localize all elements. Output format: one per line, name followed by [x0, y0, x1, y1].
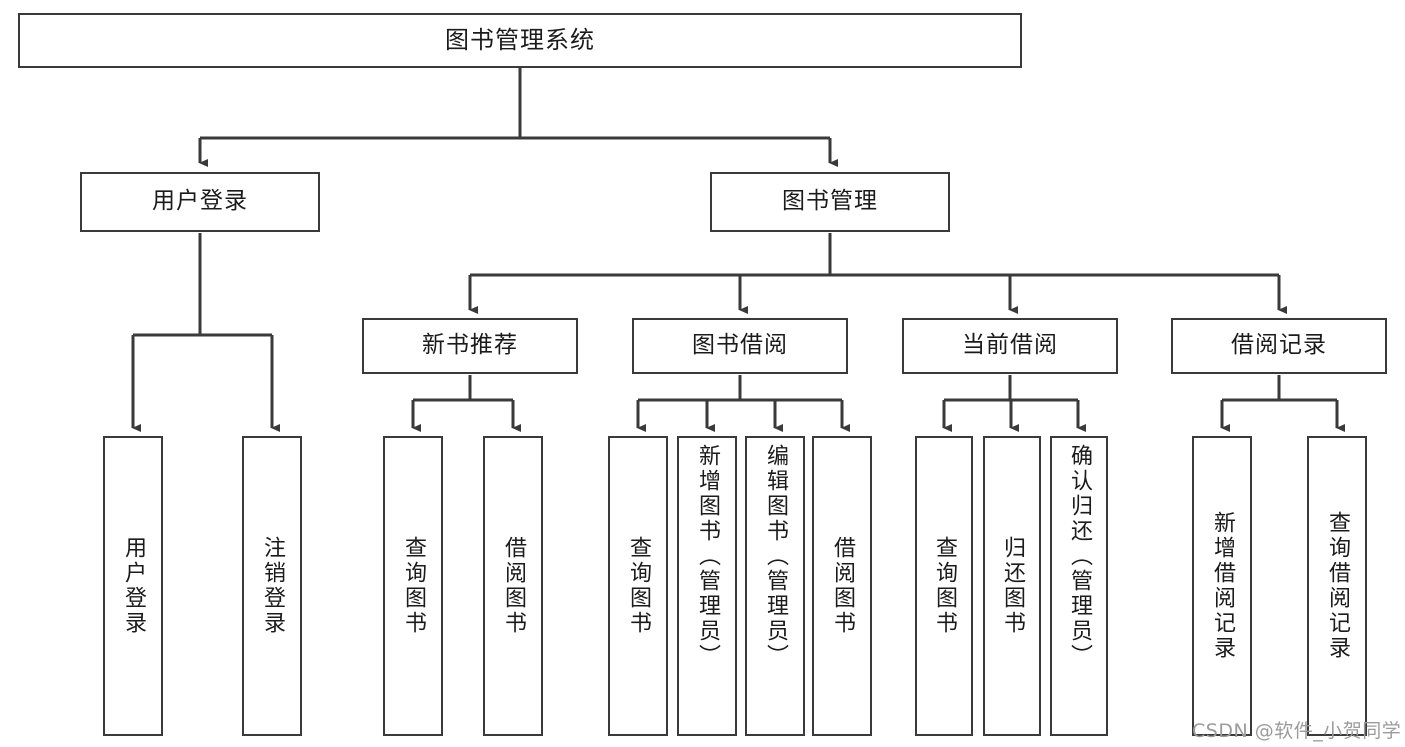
node-label: 借阅记录 — [1231, 332, 1327, 359]
node-label: 用户登录 — [152, 188, 248, 215]
leaf-logout[interactable]: 注销登录 — [242, 436, 302, 736]
node-label: 查询借阅记录 — [1325, 511, 1350, 661]
node-label: 新增借阅记录 — [1210, 511, 1235, 661]
node-label: 编辑图书（管理员） — [763, 444, 788, 669]
leaf-query-book-recommend[interactable]: 查询图书 — [383, 436, 443, 736]
leaf-borrow-book[interactable]: 借阅图书 — [812, 436, 872, 736]
leaf-query-book-borrow[interactable]: 查询图书 — [608, 436, 668, 736]
node-new-book-recommend[interactable]: 新书推荐 — [362, 318, 578, 374]
node-label: 归还图书 — [1000, 536, 1025, 636]
leaf-add-borrow-record[interactable]: 新增借阅记录 — [1192, 436, 1252, 736]
node-label: 查询图书 — [932, 536, 957, 636]
node-user-login[interactable]: 用户登录 — [80, 172, 320, 232]
node-label: 图书管理 — [782, 188, 878, 215]
node-label: 当前借阅 — [962, 332, 1058, 359]
node-label: 借阅图书 — [501, 536, 526, 636]
csdn-watermark: CSDN @软件_小贺同学 — [1192, 720, 1402, 742]
leaf-confirm-return-admin[interactable]: 确认归还（管理员） — [1050, 436, 1108, 736]
leaf-borrow-book-recommend[interactable]: 借阅图书 — [483, 436, 543, 736]
node-book-management[interactable]: 图书管理 — [710, 172, 950, 232]
leaf-add-book-admin[interactable]: 新增图书（管理员） — [677, 436, 737, 736]
node-borrow-record[interactable]: 借阅记录 — [1171, 318, 1387, 374]
leaf-edit-book-admin[interactable]: 编辑图书（管理员） — [745, 436, 805, 736]
node-root-library-system[interactable]: 图书管理系统 — [18, 13, 1022, 68]
node-label: 用户登录 — [121, 536, 146, 636]
node-label: 图书管理系统 — [445, 26, 595, 55]
leaf-query-book-current[interactable]: 查询图书 — [915, 436, 973, 736]
leaf-query-borrow-record[interactable]: 查询借阅记录 — [1307, 436, 1367, 736]
leaf-user-login[interactable]: 用户登录 — [103, 436, 163, 736]
node-label: 图书借阅 — [692, 332, 788, 359]
node-current-borrow[interactable]: 当前借阅 — [902, 318, 1118, 374]
node-label: 注销登录 — [260, 536, 285, 636]
node-book-borrow[interactable]: 图书借阅 — [632, 318, 848, 374]
leaf-return-book[interactable]: 归还图书 — [983, 436, 1041, 736]
node-label: 确认归还（管理员） — [1067, 444, 1092, 669]
node-label: 查询图书 — [401, 536, 426, 636]
node-label: 新书推荐 — [422, 332, 518, 359]
node-label: 查询图书 — [626, 536, 651, 636]
node-label: 借阅图书 — [830, 536, 855, 636]
node-label: 新增图书（管理员） — [695, 444, 720, 669]
